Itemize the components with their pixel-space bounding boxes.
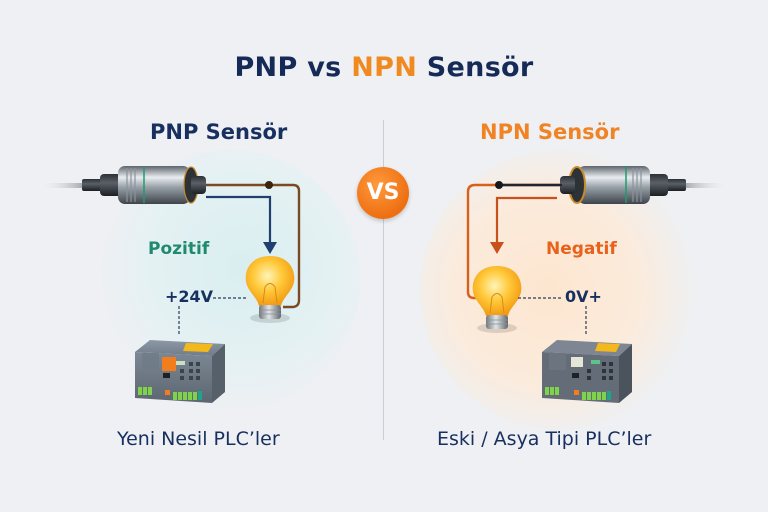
pnp-heading: PNP Sensör: [150, 120, 288, 144]
npn-lightbulb-icon: [472, 266, 522, 333]
npn-mode-label: Negatif: [546, 239, 617, 259]
pnp-lightbulb-icon: [245, 256, 295, 323]
page-title: PNP vs NPN Sensör: [234, 52, 534, 83]
pnp-sensor-icon: [40, 166, 206, 204]
pnp-plc-icon: [135, 340, 225, 403]
npn-sensor-icon: [560, 166, 728, 204]
pnp-voltage-label: +24V: [165, 287, 214, 306]
pnp-caption: Yeni Nesil PLC’ler: [117, 428, 280, 450]
npn-plc-icon: [542, 340, 632, 403]
npn-caption: Eski / Asya Tipi PLC’ler: [437, 428, 652, 450]
pnp-mode-label: Pozitif: [148, 239, 210, 259]
npn-heading: NPN Sensör: [480, 120, 620, 144]
npn-voltage-label: 0V+: [565, 287, 602, 306]
vs-badge: VS: [357, 167, 409, 219]
center-divider: [383, 120, 384, 440]
